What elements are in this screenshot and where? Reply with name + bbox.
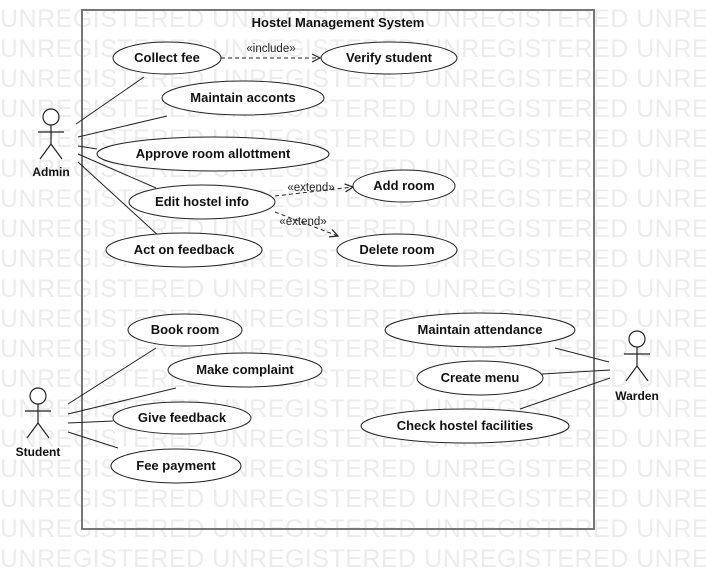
warden-associations: [519, 347, 611, 410]
extend-edit-delete: [274, 211, 338, 236]
system-boundary: [81, 9, 595, 530]
use-case-label: Maintain acconts: [190, 90, 295, 105]
actor-admin[interactable]: [38, 108, 64, 160]
assoc-student-book-room: [67, 347, 157, 405]
use-case-label: Collect fee: [134, 50, 200, 65]
assoc-admin-edit-hostel-info: [77, 153, 157, 189]
use-case-create-menu[interactable]: Create menu: [416, 360, 544, 396]
extend-label-add: «extend»: [287, 182, 334, 194]
extend-label-delete: «extend»: [279, 216, 326, 228]
dependencies: [221, 58, 353, 236]
actor-student-label: Student: [16, 445, 61, 459]
use-case-delete-room[interactable]: Delete room: [336, 233, 458, 267]
use-case-check-hostel-facilities[interactable]: Check hostel facilities: [360, 408, 570, 444]
assoc-student-give-feedback: [67, 420, 114, 424]
actor-warden-label: Warden: [615, 389, 659, 403]
use-case-edit-hostel-info[interactable]: Edit hostel info: [128, 184, 276, 220]
use-case-approve-room-allotment[interactable]: Approve room allottment: [96, 136, 330, 172]
assoc-admin-act-on-feedback: [77, 161, 161, 238]
use-case-add-room[interactable]: Add room: [352, 169, 456, 203]
assoc-warden-create-menu: [541, 369, 611, 375]
use-case-book-room[interactable]: Book room: [127, 313, 243, 347]
assoc-admin-collect-fee: [75, 76, 145, 125]
actor-student[interactable]: [25, 387, 51, 439]
use-case-label: Verify student: [346, 50, 433, 65]
use-case-act-on-feedback[interactable]: Act on feedback: [105, 232, 263, 268]
use-case-label: Act on feedback: [134, 242, 235, 257]
use-case-label: Approve room allottment: [136, 146, 291, 161]
use-case-give-feedback[interactable]: Give feedback: [112, 401, 252, 435]
use-case-fee-payment[interactable]: Fee payment: [110, 448, 242, 484]
use-case-label: Create menu: [441, 370, 520, 385]
system-title: Hostel Management System: [252, 15, 425, 30]
assoc-admin-maintain-accounts: [77, 115, 168, 138]
assoc-admin-approve-room: [77, 145, 98, 150]
use-case-verify-student[interactable]: Verify student: [320, 41, 458, 75]
use-case-label: Check hostel facilities: [397, 418, 534, 433]
use-case-label: Book room: [151, 322, 220, 337]
use-case-label: Delete room: [359, 242, 434, 257]
use-case-label: Give feedback: [138, 410, 227, 425]
include-label: «include»: [246, 43, 295, 55]
student-associations: [67, 347, 177, 449]
admin-associations: [75, 76, 168, 238]
assoc-warden-check-facilities: [519, 377, 611, 410]
assoc-student-make-complaint: [67, 387, 177, 415]
use-case-label: Maintain attendance: [418, 322, 543, 337]
use-case-label: Fee payment: [136, 458, 216, 473]
use-case-make-complaint[interactable]: Make complaint: [167, 352, 323, 388]
actor-warden[interactable]: [624, 330, 650, 382]
use-case-label: Make complaint: [196, 362, 294, 377]
use-case-maintain-accounts[interactable]: Maintain acconts: [161, 80, 325, 116]
use-case-label: Add room: [373, 178, 434, 193]
assoc-student-fee-payment: [67, 431, 119, 449]
use-case-maintain-attendance[interactable]: Maintain attendance: [384, 312, 576, 348]
assoc-warden-maintain-attendance: [554, 347, 610, 363]
use-case-collect-fee[interactable]: Collect fee: [112, 41, 222, 75]
actor-admin-label: Admin: [32, 165, 69, 179]
extend-edit-add: [274, 187, 353, 197]
use-case-label: Edit hostel info: [155, 194, 249, 209]
